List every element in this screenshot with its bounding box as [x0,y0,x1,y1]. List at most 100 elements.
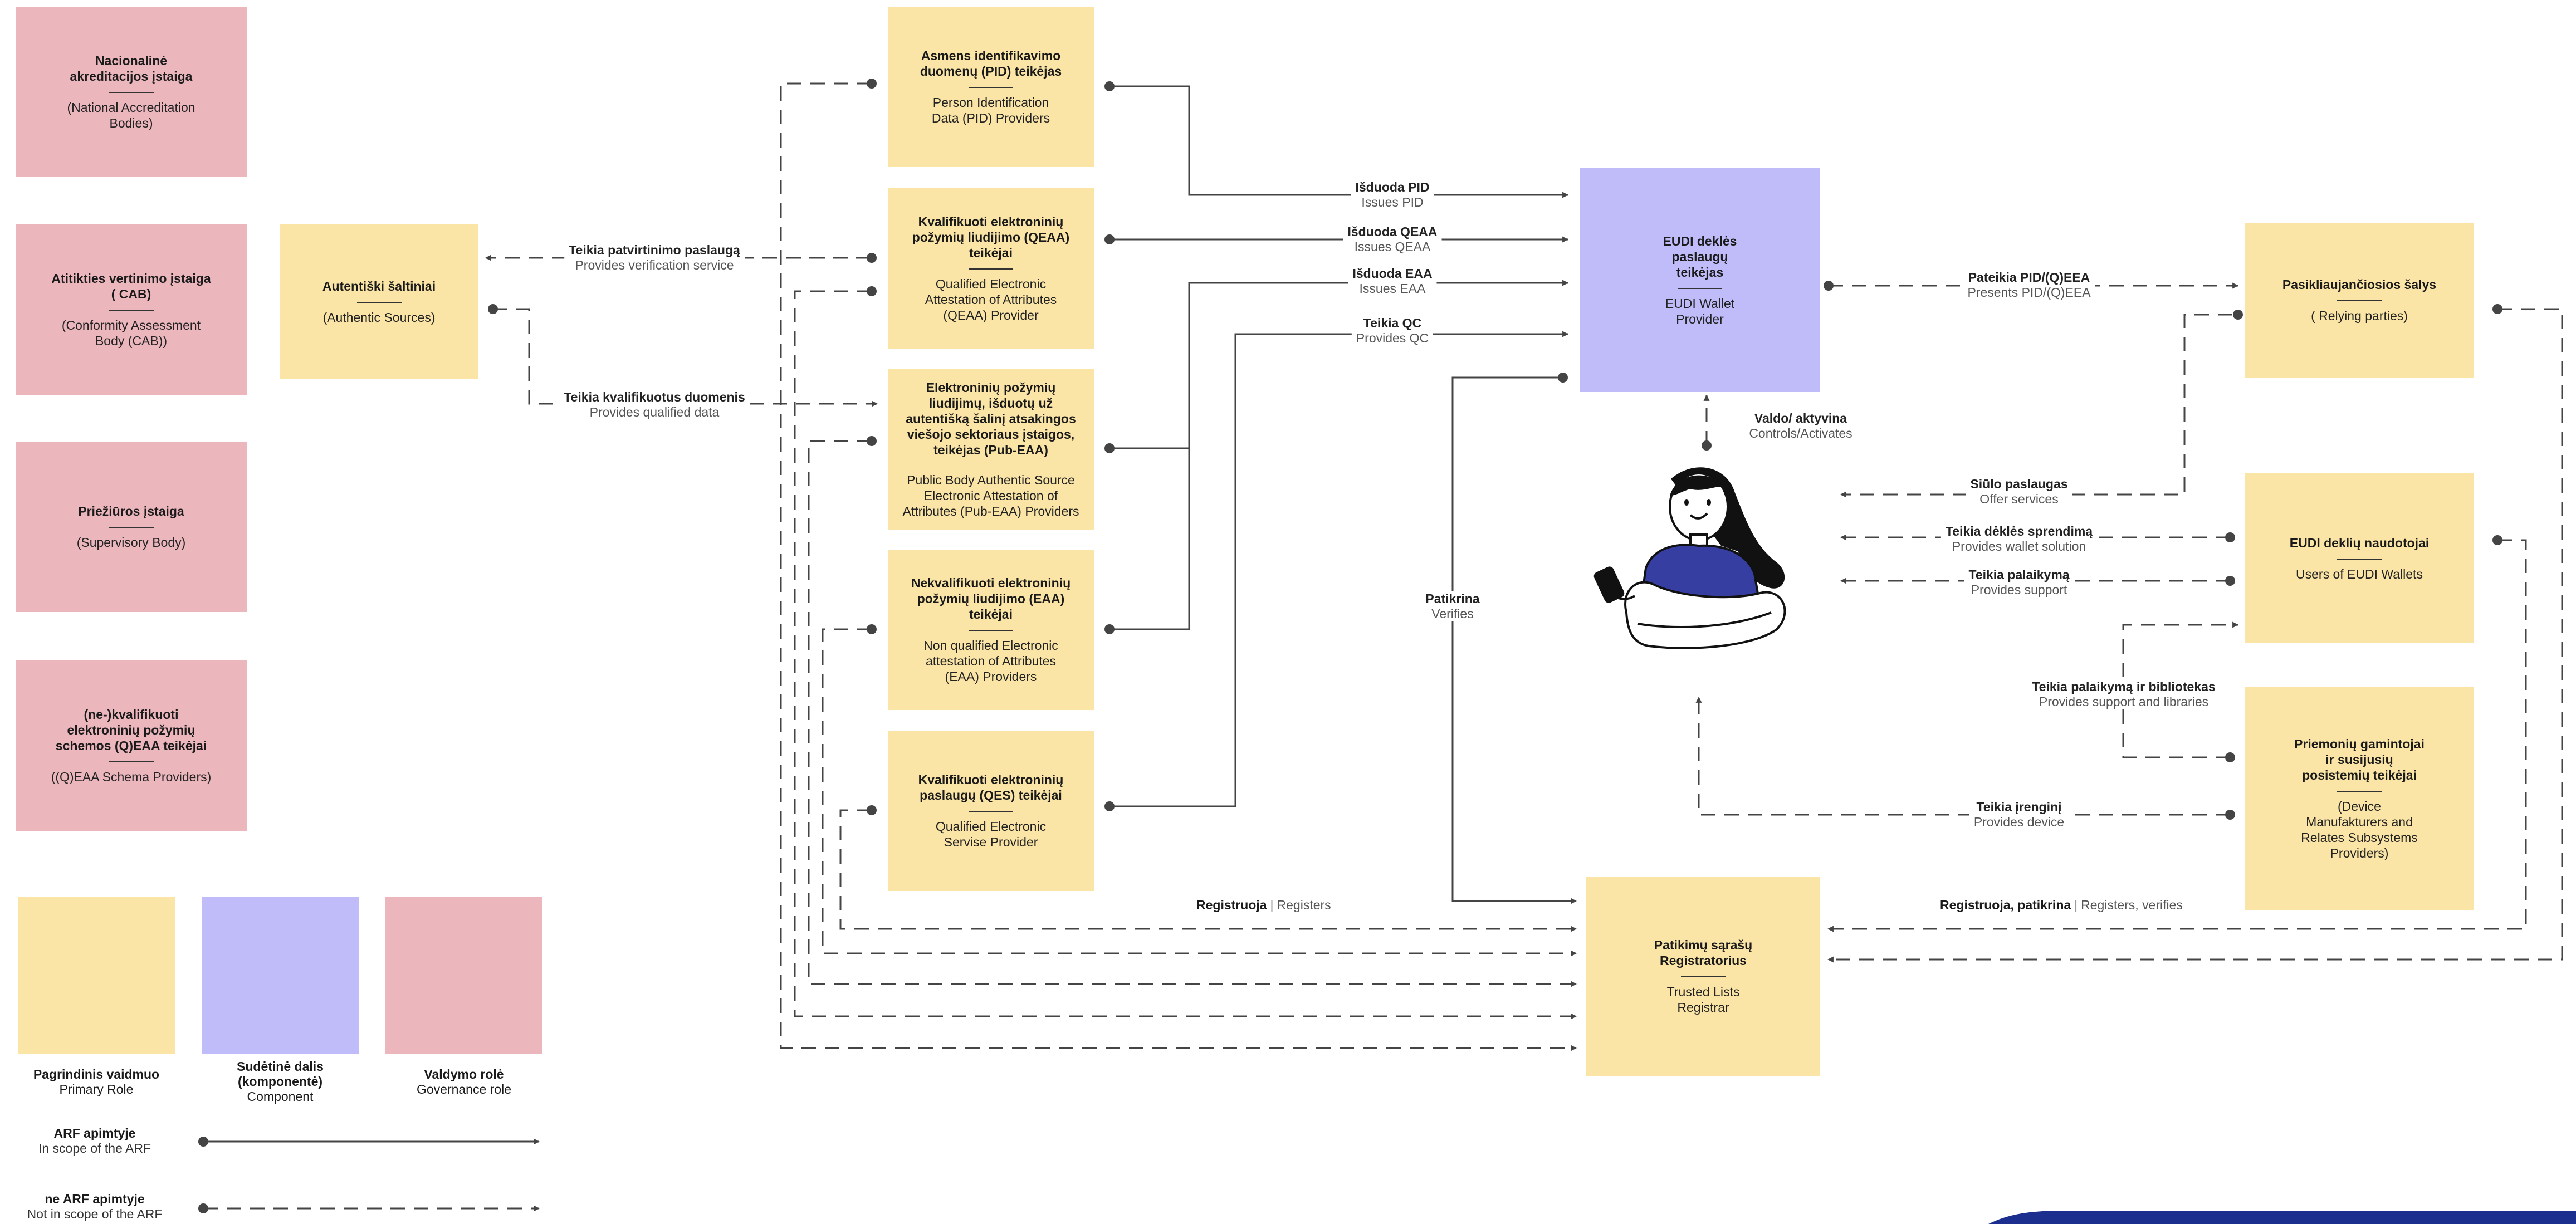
label-issues-eaa: Išduoda EAA Issues EAA [1348,266,1437,296]
box-schema-providers: (ne-)kvalifikuoti elektroninių požymių s… [16,660,247,831]
legend-component: Sudėtinė dalis (komponentė) Component [197,1059,364,1104]
box-desc: (Supervisory Body) [76,535,186,550]
edge-users-trusted [1827,539,2527,932]
box-title: Pasikliaujančiosios šalys [2282,277,2437,292]
label-en: Provides wallet solution [1952,539,2086,554]
box-desc: Person Identification Data (PID) Provide… [931,95,1050,125]
divider [2337,558,2382,560]
label-en: Provides support [1971,582,2067,597]
legend-lt: ARF apimtyje [53,1126,136,1140]
label-en: Provides support and libraries [2039,694,2209,709]
label-registers: Registruoja|Registers [1192,898,1336,913]
box-desc: EUDI Wallet Provider [1665,296,1735,326]
box-pub-eaa-providers: Elektroninių požymių liudijimų, išduotų … [888,369,1094,530]
edge-rp-trusted [1827,308,2563,963]
divider [969,811,1013,812]
label-lt: Teikia įrenginį [1976,800,2062,814]
divider [356,302,402,303]
legend-lt: Valdymo rolė [424,1067,504,1081]
box-desc: Trusted Lists Registrar [1666,985,1740,1015]
label-en: Registers, verifies [2081,898,2183,912]
box-desc: Qualified Electronic Servise Provider [935,819,1047,849]
label-lt: Teikia dėklės sprendimą [1945,524,2093,538]
divider [109,761,154,762]
edge-reg-eaa [822,628,1577,957]
edge-offer [1840,314,2232,498]
label-lt: Pateikia PID/(Q)EEA [1968,270,2090,285]
box-eudi-wallet-users: EUDI deklių naudotojai Users of EUDI Wal… [2245,473,2474,643]
box-eudi-wallet-provider: EUDI deklės paslaugų teikėjas EUDI Walle… [1580,168,1820,392]
box-title: Priežiūros įstaiga [78,504,184,518]
divider [969,630,1013,631]
label-en: Registers [1277,898,1331,912]
box-title: (ne-)kvalifikuoti elektroninių požymių s… [55,707,207,753]
legend-lt: Pagrindinis vaidmuo [33,1067,160,1081]
label-issues-pid: Išduoda PID Issues PID [1351,180,1434,210]
label-lt: Siūlo paslaugas [1970,477,2068,491]
legend-lt: Sudėtinė dalis (komponentė) [237,1059,324,1089]
legend-primary-role: Pagrindinis vaidmuo Primary Role [13,1067,180,1097]
box-title: Asmens identifikavimo duomenų (PID) teik… [920,48,1062,79]
edge-qes-wallet [1109,331,1569,807]
divider [969,87,1013,88]
box-title: Atitikties vertinimo įstaiga ( CAB) [51,271,211,301]
divider [1681,976,1726,977]
box-desc: (Device Manufakturers and Relates Subsys… [2301,799,2418,860]
label-lt: Registruoja, patikrina [1940,898,2071,912]
box-desc: Qualified Electronic Attestation of Attr… [925,277,1057,322]
label-en: Controls/Activates [1749,426,1852,440]
label-lt: Valdo/ aktyvina [1754,411,1847,425]
legend-en: Component [247,1089,314,1104]
divider [2337,791,2382,792]
box-supervisory-body: Priežiūros įstaiga (Supervisory Body) [16,442,247,612]
label-en: Presents PID/(Q)EEA [1967,285,2091,300]
edge-wallet-trusted-verify [1451,376,1577,904]
label-offer-services: Siūlo paslaugas Offer services [1966,477,2072,507]
box-title: Nacionalinė akreditacijos įstaiga [70,53,193,84]
box-device-manufacturers: Priemonių gamintojai ir susijusių posist… [2245,687,2474,910]
box-pid-providers: Asmens identifikavimo duomenų (PID) teik… [888,7,1094,167]
divider [969,268,1013,270]
legend-en: Primary Role [59,1082,134,1096]
wallet-user-illustration [1593,467,1786,649]
label-provides-qc: Teikia QC Provides QC [1351,316,1434,346]
label-wallet-solution: Teikia dėklės sprendimą Provides wallet … [1940,524,2098,554]
edge-pid-wallet [1109,85,1569,198]
label-en: Provides qualified data [589,405,720,419]
box-desc: (National Accreditation Bodies) [67,100,195,130]
label-presents: Pateikia PID/(Q)EEA Presents PID/(Q)EEA [1963,270,2095,300]
legend-en: Governance role [416,1082,512,1096]
label-lt: Išduoda EAA [1352,266,1433,281]
box-title: Kvalifikuoti elektroninių požymių liudij… [912,214,1070,260]
box-title: Autentiški šaltiniai [322,279,436,293]
box-national-accreditation: Nacionalinė akreditacijos įstaiga (Natio… [16,7,247,177]
label-en: Offer services [1979,492,2059,506]
label-verification-service: Teikia patvirtinimo paslaugą Provides ve… [564,243,745,273]
box-conformity-assessment: Atitikties vertinimo įstaiga ( CAB) (Con… [16,224,247,395]
box-relying-parties: Pasikliaujančiosios šalys ( Relying part… [2245,223,2474,378]
divider [109,310,154,311]
box-desc: ( Relying parties) [2311,309,2408,323]
label-issues-qeaa: Išduoda QEAA Issues QEAA [1343,224,1442,254]
label-lt: Išduoda QEAA [1347,224,1438,239]
label-en: Issues EAA [1359,281,1426,296]
box-title: Nekvalifikuoti elektroninių požymių liud… [911,576,1071,621]
box-desc: Users of EUDI Wallets [2296,566,2423,581]
box-eaa-providers: Nekvalifikuoti elektroninių požymių liud… [888,550,1094,710]
legend-en: In scope of the ARF [38,1141,151,1156]
label-verifies: Patikrina Verifies [1421,591,1484,621]
divider [109,527,154,528]
legend-out-scope: ne ARF apimtyje Not in scope of the ARF [22,1192,167,1222]
divider [109,92,154,93]
edge-device [1695,696,2230,816]
box-authentic-sources: Autentiški šaltiniai (Authentic Sources) [280,224,478,379]
box-title: EUDI deklės paslaugų teikėjas [1663,234,1737,280]
label-provides-device: Teikia įrenginį Provides device [1969,800,2069,830]
label-lt: Patikrina [1425,591,1480,606]
box-desc: (Authentic Sources) [322,310,436,325]
edge-reg-qes [839,809,1577,932]
box-qes-providers: Kvalifikuoti elektroninių paslaugų (QES)… [888,731,1094,891]
box-trusted-lists-registrar: Patikimų sąrašų Registratorius Trusted L… [1586,877,1820,1076]
box-desc: Non qualified Electronic attestation of … [923,638,1058,684]
label-en: Provides verification service [575,258,734,272]
